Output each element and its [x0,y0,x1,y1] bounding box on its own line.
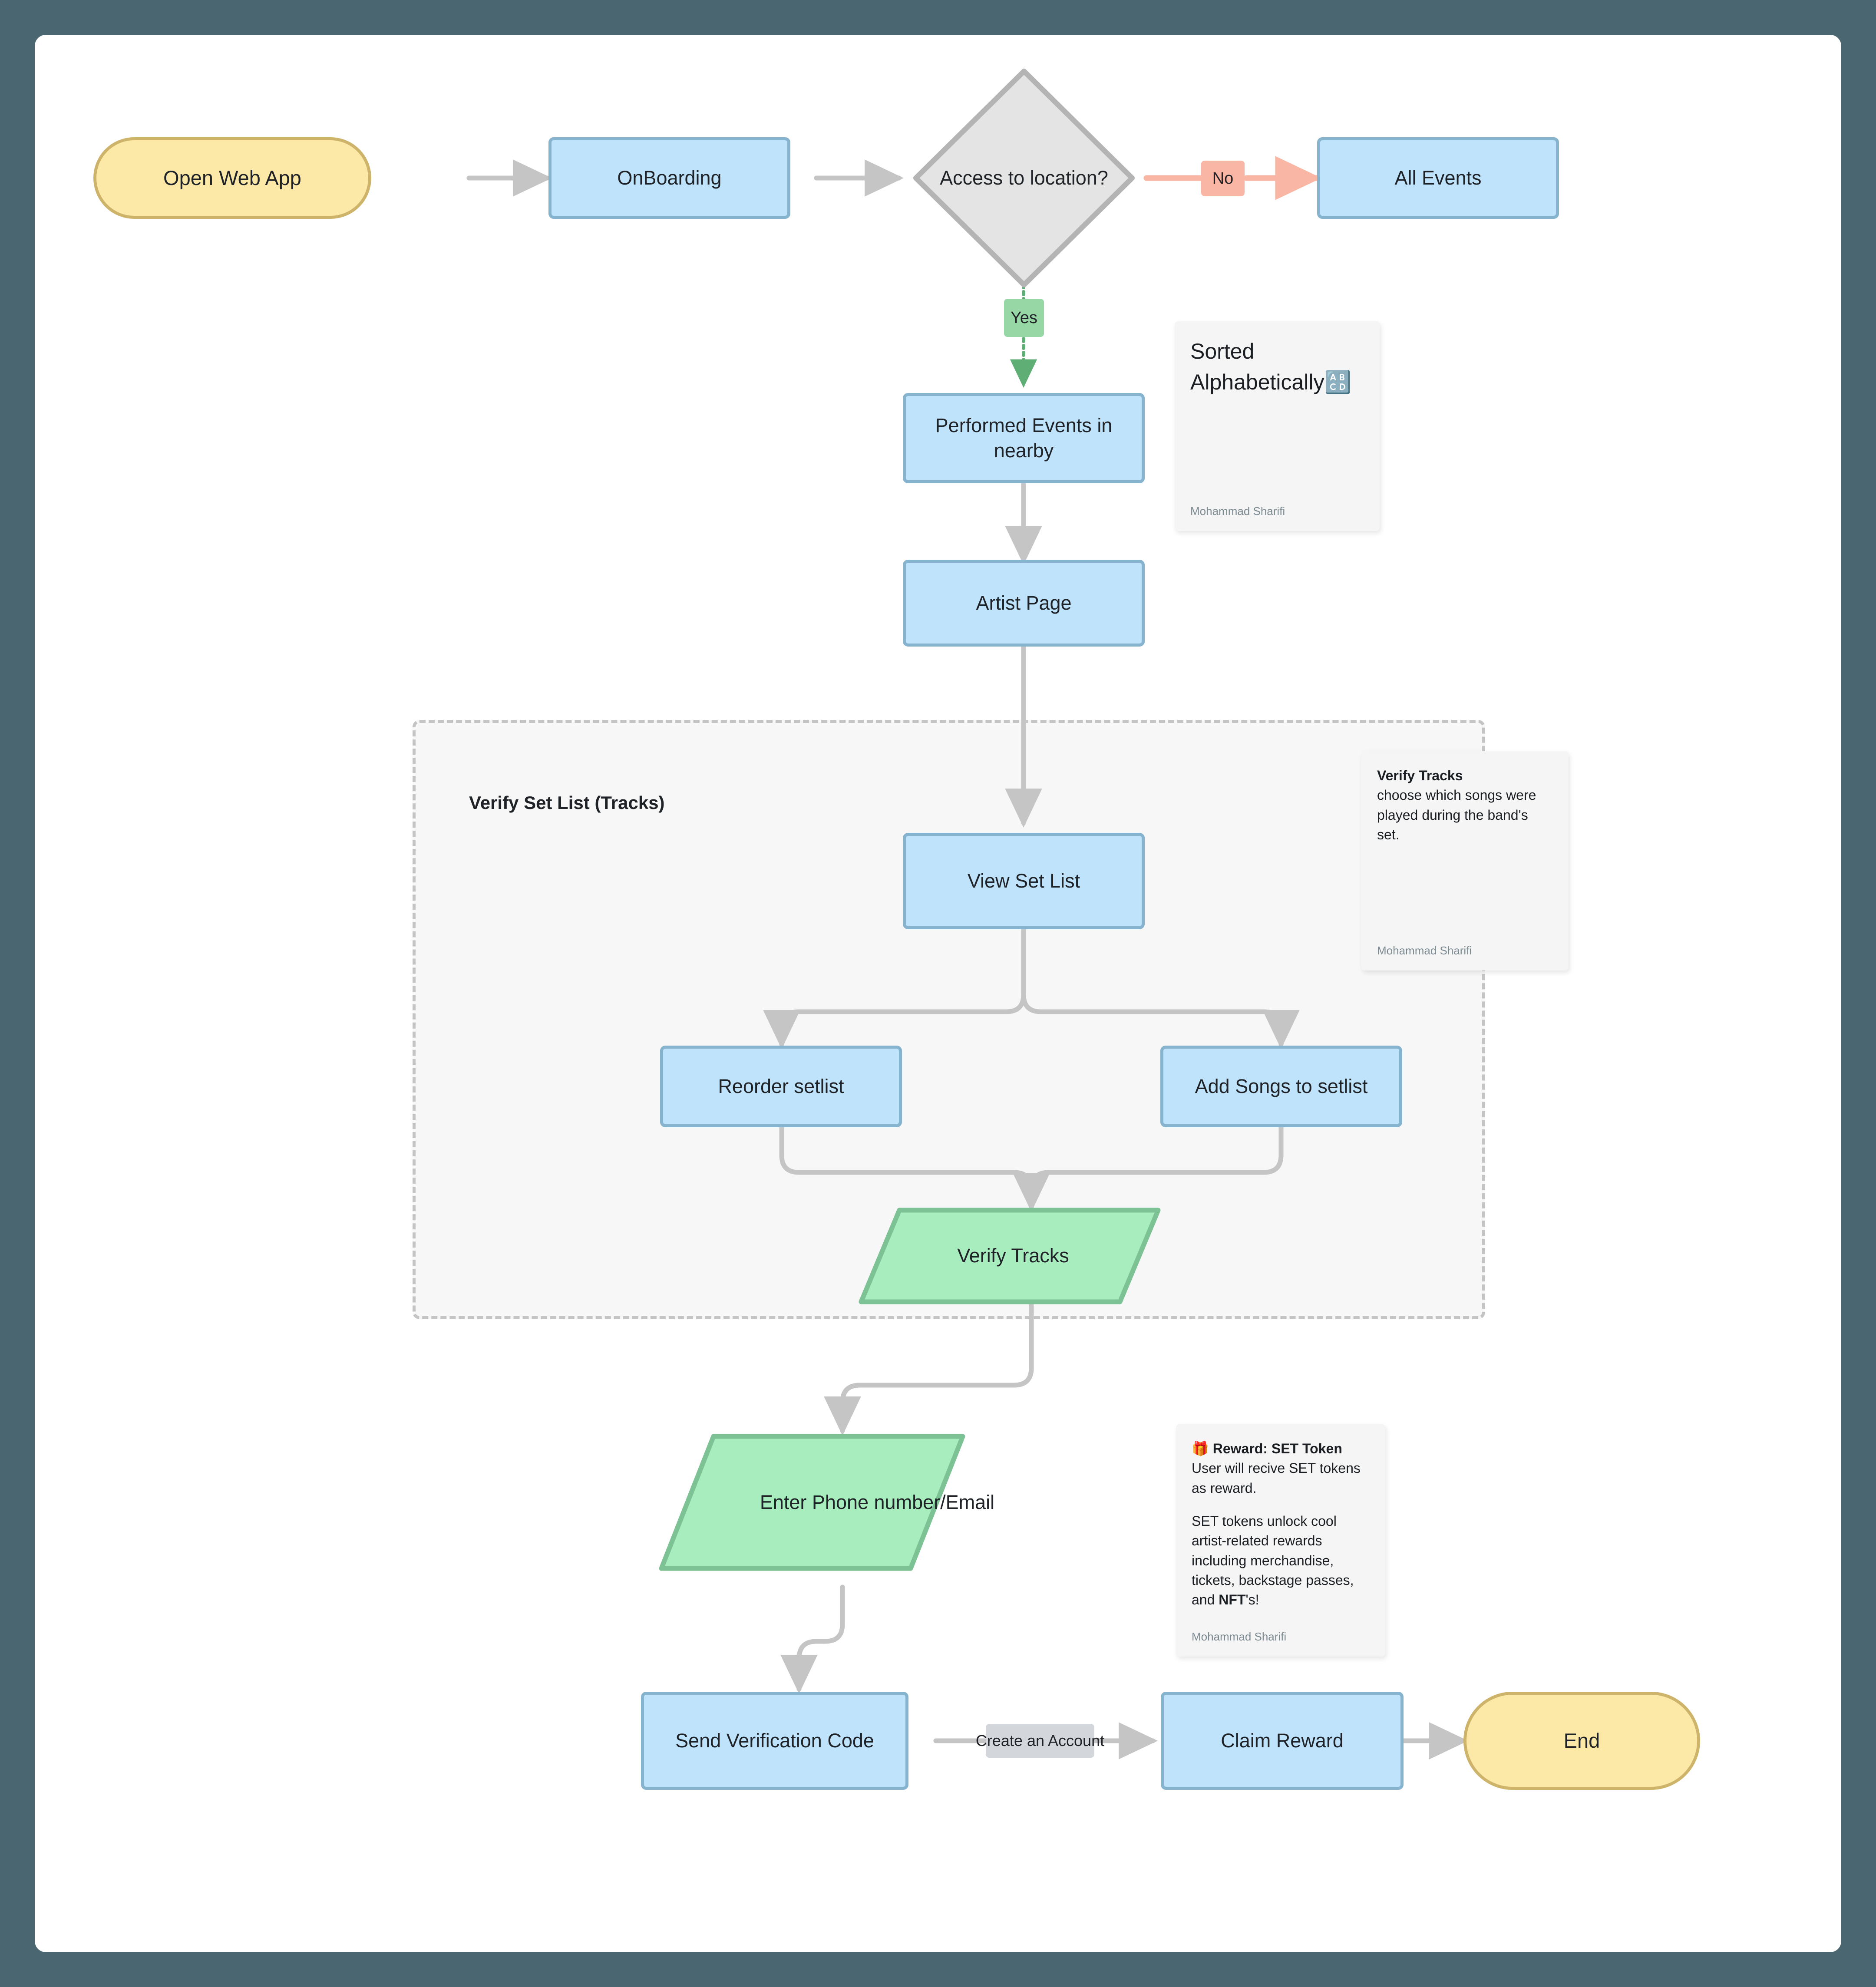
note-text: 🎁 Reward: SET Token User will recive SET… [1192,1439,1370,1610]
note-paragraph-2-pre: SET tokens unlock cool artist-related re… [1192,1513,1354,1608]
note-title: 🎁 Reward: SET Token [1192,1439,1370,1459]
node-reorder-setlist[interactable]: Reorder setlist [660,1046,902,1127]
diagram-canvas: Verify Set List (Tracks) Open Web App On… [35,35,1841,1952]
node-label: Access to location? [940,166,1108,189]
subgraph-title: Verify Set List (Tracks) [469,792,665,813]
node-claim-reward[interactable]: Claim Reward [1161,1692,1404,1790]
note-author: Mohammad Sharifi [1377,944,1472,957]
diamond-shape [913,69,1135,287]
node-label: Enter Phone number/Email [760,1491,995,1513]
note-text: Verify Tracks choose which songs were pl… [1377,766,1553,845]
edge-label-yes: Yes [1004,299,1044,337]
node-verify-tracks[interactable]: Verify Tracks [858,1207,1162,1305]
note-paragraph-2: SET tokens unlock cool artist-related re… [1192,1512,1370,1610]
note-text: Sorted Alphabetically🔠 [1190,336,1364,398]
note-reward-set-token[interactable]: 🎁 Reward: SET Token User will recive SET… [1176,1424,1385,1657]
gift-icon: 🎁 [1192,1440,1209,1457]
edge-label-create-an-account: Create an Account [976,1724,1104,1758]
note-sorted-alphabetically[interactable]: Sorted Alphabetically🔠 Mohammad Sharifi [1175,321,1380,531]
note-paragraph-2-bold: NFT [1219,1592,1246,1608]
node-artist-page[interactable]: Artist Page [903,560,1145,647]
node-enter-phone-email[interactable]: Enter Phone number/Email [658,1433,994,1572]
node-send-verification-code[interactable]: Send Verification Code [641,1692,908,1790]
note-paragraph-2-post: 's! [1245,1592,1259,1608]
node-view-set-list[interactable]: View Set List [903,833,1145,929]
node-access-to-location[interactable]: Access to location? [900,35,1148,321]
node-performed-events[interactable]: Performed Events in nearby [903,393,1145,483]
parallelogram-shape [859,1208,1161,1304]
node-onboarding[interactable]: OnBoarding [548,137,790,219]
node-add-songs-to-setlist[interactable]: Add Songs to setlist [1160,1046,1402,1127]
note-paragraph-1: User will recive SET tokens as reward. [1192,1460,1361,1496]
note-title-text: Reward: SET Token [1212,1441,1342,1456]
note-title: Verify Tracks [1377,768,1463,783]
note-verify-tracks[interactable]: Verify Tracks choose which songs were pl… [1361,751,1569,970]
node-end[interactable]: End [1463,1692,1700,1790]
node-all-events[interactable]: All Events [1317,137,1559,219]
node-label: Verify Tracks [957,1244,1069,1267]
abcd-icon: 🔠 [1324,370,1351,395]
parallelogram-shape [659,1434,965,1571]
edge-label-no: No [1201,161,1245,196]
note-author: Mohammad Sharifi [1190,505,1285,518]
note-description: choose which songs were played during th… [1377,787,1536,843]
note-sorted-text: Sorted Alphabetically [1190,339,1324,394]
note-author: Mohammad Sharifi [1192,1630,1287,1643]
node-open-web-app[interactable]: Open Web App [93,137,371,219]
note-spacer [1192,1498,1370,1511]
